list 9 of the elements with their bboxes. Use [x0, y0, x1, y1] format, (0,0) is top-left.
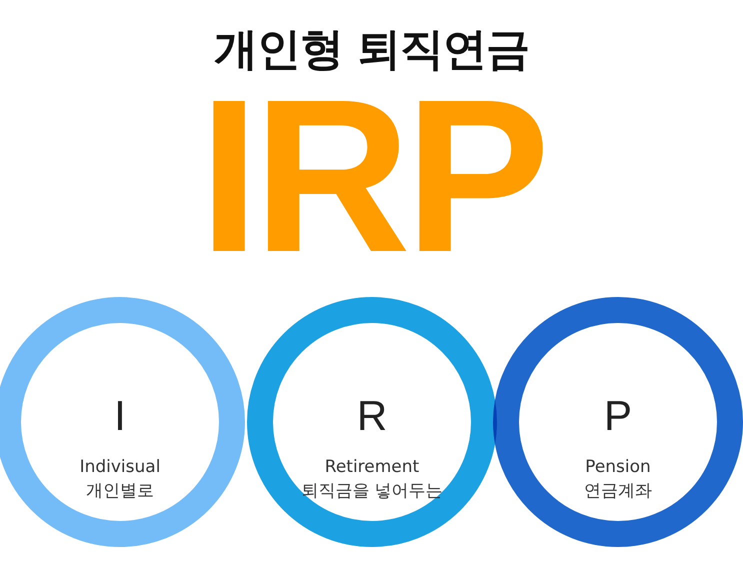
ring-letter: P [602, 395, 633, 437]
ring-caption: 연금계좌 [583, 481, 653, 502]
ring-letter: R [356, 395, 388, 437]
ring-caption: 개인별로 [85, 481, 155, 502]
ring-caption: 퇴직금을 넣어두는 [300, 481, 444, 502]
ring-label: Retirement [324, 457, 420, 478]
ring-label: Pension [584, 457, 652, 478]
ring-label: Indivisual [78, 457, 162, 478]
ring-letter: I [113, 395, 127, 437]
